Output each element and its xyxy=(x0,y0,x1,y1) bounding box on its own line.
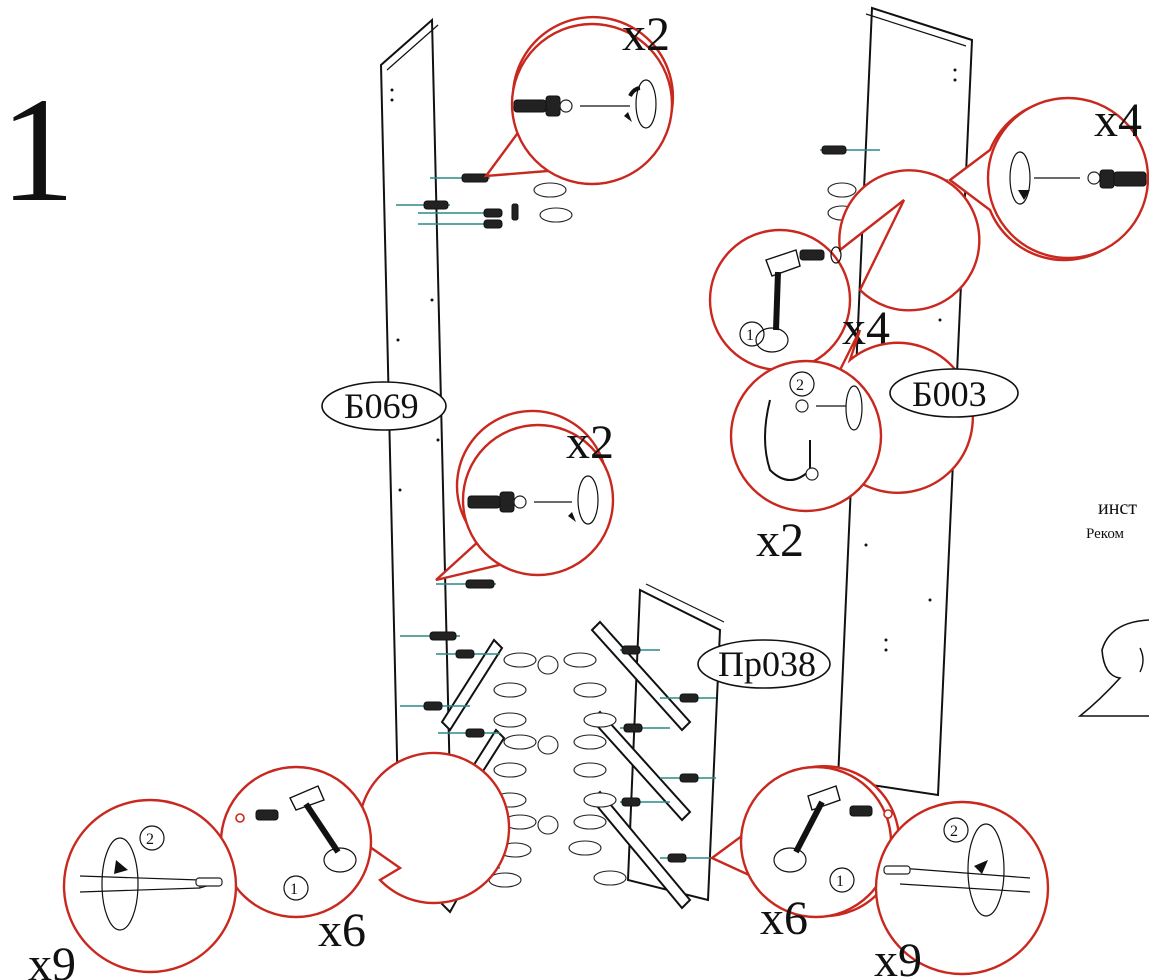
callout-bottom-left-hammer: 1 x6 xyxy=(219,751,511,957)
step-number: 1 xyxy=(0,67,75,233)
callout-bottom-left-screw: 2 x9 xyxy=(28,798,238,980)
shelf-panel xyxy=(626,583,725,902)
qty-top-left-cam: x2 xyxy=(622,8,670,61)
qty-bottom-right-screw: x9 xyxy=(874,934,922,980)
marker-step-1: 1 xyxy=(746,327,754,344)
callout-top-left-cam: x2 xyxy=(483,8,675,186)
drawer-runners xyxy=(440,620,692,914)
label-left-panel-text: Б069 xyxy=(344,386,419,426)
fittings-right xyxy=(620,145,948,863)
callout-top-right-cam: x4 xyxy=(948,94,1149,262)
side-text-line2: Реком xyxy=(1086,526,1125,542)
side-text-line1: инст xyxy=(1098,497,1137,519)
label-shelf-panel-text: Пр038 xyxy=(718,644,816,684)
marker-step-1c: 1 xyxy=(836,873,844,890)
marker-step-2c: 2 xyxy=(950,823,958,840)
callout-mid-left-cam: x2 xyxy=(435,409,615,582)
label-left-panel: Б069 xyxy=(321,381,447,431)
callout-bottom-right-screw: 2 x9 xyxy=(874,800,1050,980)
marker-step-2b: 2 xyxy=(146,831,154,848)
qty-bottom-right-dowel: x6 xyxy=(760,892,808,945)
qty-bottom-left-screw: x9 xyxy=(28,938,76,980)
qty-top-right-cam: x4 xyxy=(1094,94,1142,147)
screwdriver-icon xyxy=(1077,619,1149,717)
callout-bottom-right-hammer: 1 x6 xyxy=(709,764,901,945)
marker-step-2: 2 xyxy=(796,377,804,394)
label-shelf-panel: Пр038 xyxy=(697,639,831,689)
marker-step-1b: 1 xyxy=(290,881,298,898)
side-text: инст Реком xyxy=(1086,497,1137,542)
label-right-panel: Б003 xyxy=(889,368,1019,418)
qty-mid-left-cam: x2 xyxy=(566,416,614,469)
callout-hammer-right: 1 x4 xyxy=(708,169,981,372)
screw-field xyxy=(488,182,857,888)
qty-hook-screw: x2 xyxy=(756,514,804,567)
label-right-panel-text: Б003 xyxy=(912,374,987,414)
qty-bottom-left-dowel: x6 xyxy=(318,904,366,957)
